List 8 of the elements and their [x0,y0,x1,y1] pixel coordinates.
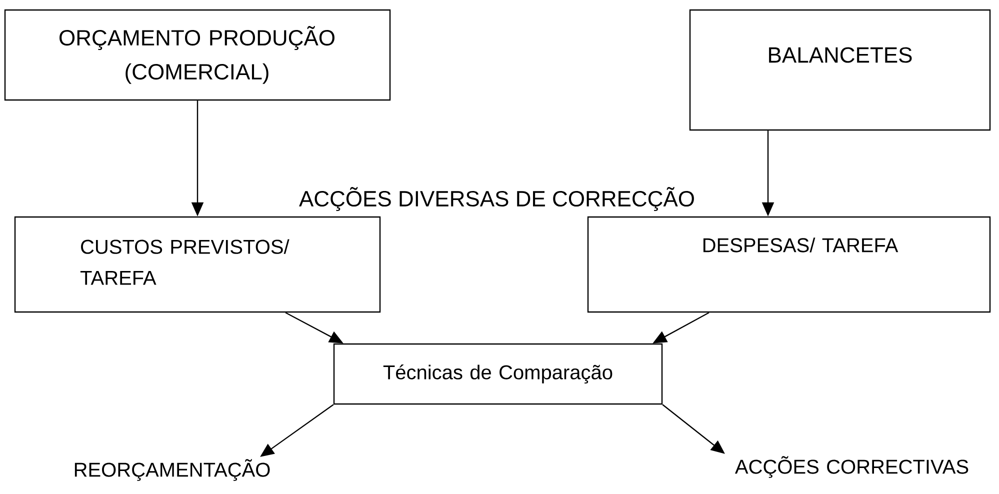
process-box: Técnicas de Comparação [333,343,663,405]
process-box: ORÇAMENTO PRODUÇÃO (COMERCIAL) [4,9,391,101]
process-box: DESPESAS/ TAREFA [587,216,991,313]
process-box: BALANCETES [689,9,991,131]
process-box: CUSTOS PREVISTOS/ TAREFA [14,216,381,313]
node-text: REORÇAMENTAÇÃO [74,459,270,481]
node-text: ACÇÕES CORRECTIVAS [734,456,968,478]
note-text: ACÇÕES DIVERSAS DE CORRECÇÃO [298,186,696,212]
